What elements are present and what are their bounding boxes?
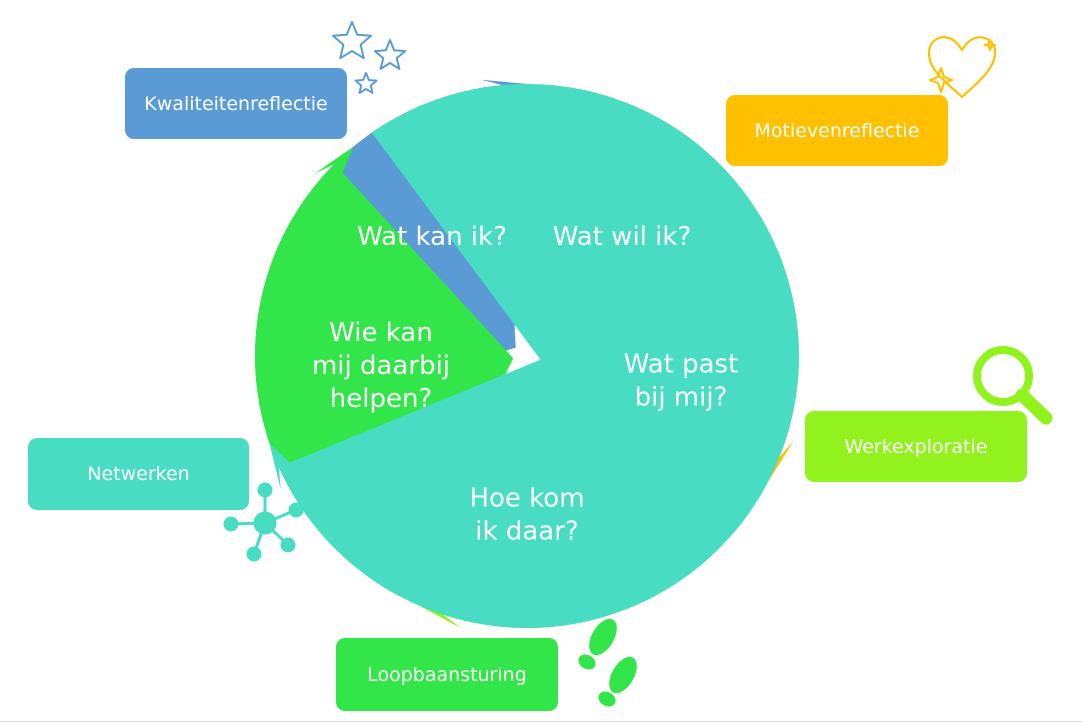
label-kwaliteitenreflectie: Kwaliteitenreflectie <box>125 68 347 139</box>
heart-sparkle-icon <box>927 36 997 99</box>
cycle-segments <box>254 79 799 629</box>
magnifier-icon <box>973 346 1053 425</box>
bottom-divider <box>0 721 1082 722</box>
label-motievenreflectie: Motievenreflectie <box>726 95 948 166</box>
segment-teal <box>269 83 799 628</box>
network-icon <box>223 482 304 562</box>
stars-icon <box>332 21 407 94</box>
label-werkexploratie: Werkexploratie <box>805 411 1027 482</box>
segment-text-orange: Wat wil ik? <box>553 222 692 252</box>
segment-text-blue: Wat kan ik? <box>357 222 507 252</box>
label-loopbaansturing: Loopbaansturing <box>336 638 558 711</box>
footprints-icon <box>578 618 637 707</box>
label-netwerken: Netwerken <box>28 438 249 510</box>
